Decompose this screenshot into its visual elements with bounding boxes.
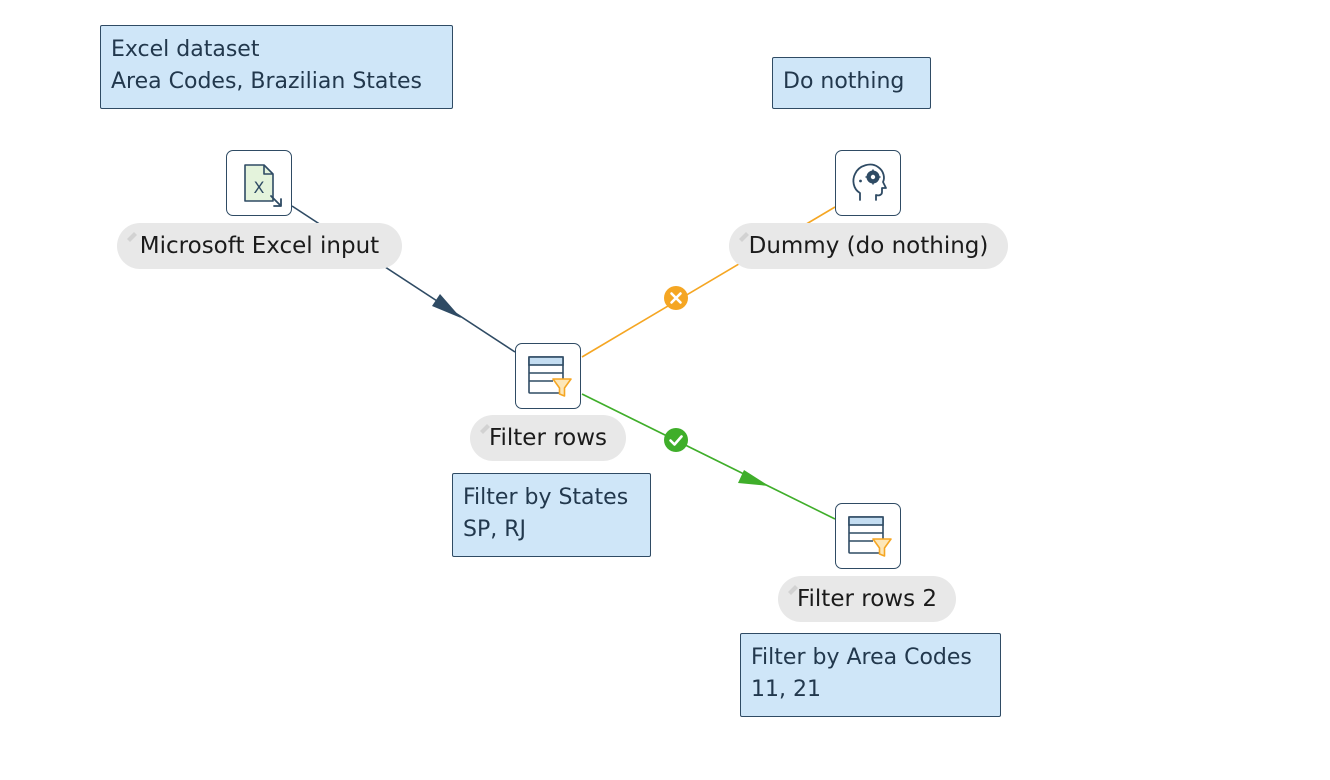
note-do-nothing[interactable]: Do nothing — [772, 57, 931, 109]
pin-icon — [739, 232, 749, 242]
note-excel-dataset[interactable]: Excel dataset Area Codes, Brazilian Stat… — [100, 25, 453, 109]
pin-icon — [127, 232, 137, 242]
step-dummy[interactable] — [835, 150, 901, 216]
pin-icon — [480, 424, 490, 434]
step-label-filter-rows-2[interactable]: Filter rows 2 — [778, 576, 956, 622]
filter-table-icon — [848, 516, 892, 557]
note-filter-by-area-codes[interactable]: Filter by Area Codes 11, 21 — [740, 633, 1001, 717]
note-line: SP, RJ — [463, 517, 526, 542]
error-x-icon[interactable] — [663, 285, 689, 311]
check-icon[interactable] — [663, 427, 689, 453]
hop-filter-to-filter2[interactable] — [581, 393, 836, 520]
head-gear-icon — [852, 163, 887, 201]
hop-arrow-icon — [738, 470, 769, 486]
step-label-filter-rows[interactable]: Filter rows — [470, 415, 626, 461]
note-filter-by-states[interactable]: Filter by States SP, RJ — [452, 473, 651, 557]
step-filter-rows-2[interactable] — [835, 503, 901, 569]
svg-text:X: X — [254, 178, 265, 197]
note-line: Filter by States — [463, 485, 629, 510]
note-line: Excel dataset — [111, 37, 260, 62]
note-line: Filter by Area Codes — [751, 645, 972, 670]
step-label-excel-input[interactable]: Microsoft Excel input — [117, 223, 402, 269]
hop-arrow-icon — [432, 294, 461, 318]
step-label-dummy[interactable]: Dummy (do nothing) — [729, 223, 1008, 269]
note-line: Area Codes, Brazilian States — [111, 69, 423, 94]
step-filter-rows[interactable] — [515, 343, 581, 409]
excel-file-icon: X — [244, 164, 282, 207]
filter-table-icon — [528, 356, 572, 397]
note-line: 11, 21 — [751, 677, 821, 702]
step-excel-input[interactable]: X — [226, 150, 292, 216]
note-line: Do nothing — [783, 69, 905, 94]
pin-icon — [788, 585, 798, 595]
